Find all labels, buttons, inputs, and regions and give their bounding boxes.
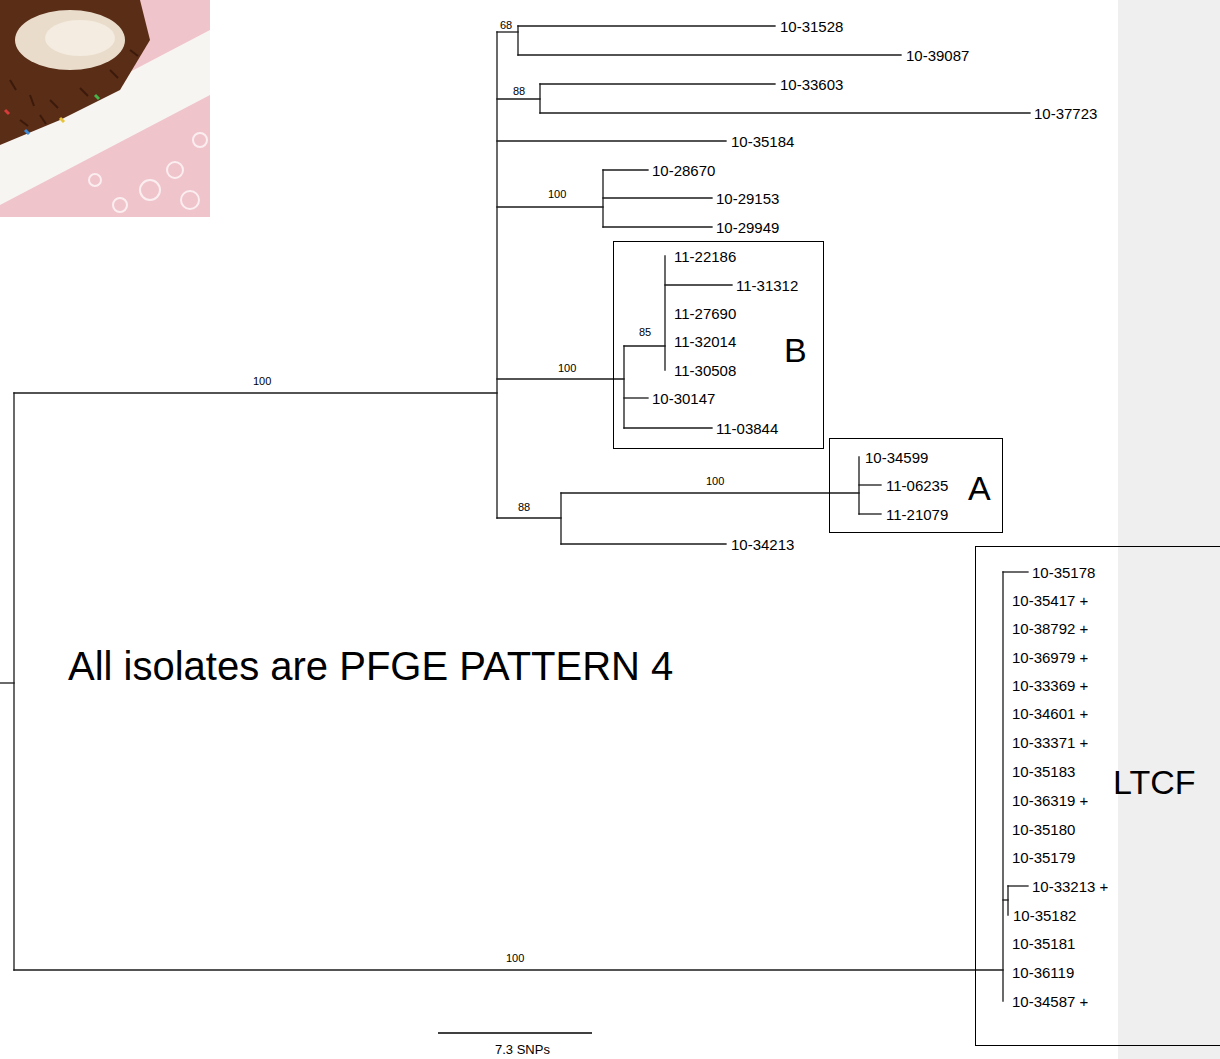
isolate-name: 10-33603	[780, 77, 843, 92]
tree-branch	[859, 484, 881, 485]
isolate-name: 11-27690	[674, 306, 736, 321]
tree-branch	[0, 682, 14, 683]
tree-branch	[561, 543, 726, 544]
tree-branch	[623, 346, 624, 428]
isolate-name: 10-37723	[1034, 106, 1097, 121]
tree-branch	[497, 378, 624, 379]
tree-branch	[518, 25, 775, 26]
bootstrap-value: 100	[558, 363, 576, 374]
tree-branch	[540, 112, 1030, 113]
tree-branch	[624, 427, 712, 428]
isolate-name: 10-30147	[652, 391, 715, 406]
bootstrap-value: 88	[518, 502, 530, 513]
isolate-name: 11-30508	[674, 363, 736, 378]
isolate-name: 10-35182	[1013, 908, 1076, 923]
bootstrap-value: 100	[253, 376, 271, 387]
clade-box: 10-34599 11-06235 11-21079 A	[829, 438, 1003, 533]
tree-branch	[1003, 899, 1008, 900]
isolate-name: 10-36979 +	[1012, 650, 1088, 665]
tree-branch	[624, 397, 648, 398]
clade-label: A	[968, 471, 991, 505]
isolate-name: 10-35179	[1012, 850, 1075, 865]
tree-branch	[497, 517, 561, 518]
isolate-name: 10-36319 +	[1012, 793, 1088, 808]
bootstrap-value: 68	[500, 20, 512, 31]
isolate-name: 10-29153	[716, 191, 779, 206]
bootstrap-value: 100	[548, 189, 566, 200]
isolate-name: 10-29949	[716, 220, 779, 235]
tree-branch	[560, 493, 561, 544]
isolate-name: 10-35183	[1012, 764, 1075, 779]
tree-branch	[14, 392, 497, 393]
isolate-name: 10-35184	[731, 134, 794, 149]
isolate-name: 10-31528	[780, 19, 843, 34]
note-text: All isolates are PFGE PATTERN 4	[68, 646, 673, 686]
clade-label: B	[784, 333, 807, 367]
isolate-name: 10-35181	[1012, 936, 1075, 951]
tree-branch	[14, 969, 1003, 970]
isolate-name: 11-06235	[886, 478, 948, 493]
isolate-name: 10-33369 +	[1012, 678, 1088, 693]
side-panel	[1118, 0, 1220, 1059]
tree-branch	[859, 513, 881, 514]
scale-label: 7.3 SNPs	[495, 1043, 550, 1056]
tree-branch	[1003, 571, 1028, 572]
tree-branch	[497, 31, 518, 32]
tree-branch	[1002, 572, 1003, 1001]
tree-branch	[540, 83, 775, 84]
bootstrap-value: 100	[506, 953, 524, 964]
bootstrap-value: 100	[706, 476, 724, 487]
scale-bar	[438, 1032, 592, 1034]
isolate-name: 10-39087	[906, 48, 969, 63]
isolate-name: 11-21079	[886, 507, 948, 522]
isolate-name: 10-33371 +	[1012, 735, 1088, 750]
tree-branch	[603, 226, 712, 227]
tree-branch	[624, 345, 665, 346]
isolate-name: 11-32014	[674, 334, 736, 349]
tree-branch	[664, 256, 665, 370]
isolate-name: 10-34587 +	[1012, 994, 1088, 1009]
isolate-name: 10-33213 +	[1032, 879, 1108, 894]
clade-label: LTCF	[1113, 765, 1195, 799]
tree-branch	[517, 26, 518, 55]
tree-branch	[1007, 886, 1008, 915]
tree-branch	[496, 32, 497, 518]
bootstrap-value: 85	[639, 327, 651, 338]
tree-branch	[539, 84, 540, 113]
isolate-name: 10-36119	[1012, 965, 1074, 980]
tree-branch	[518, 54, 901, 55]
isolate-name: 11-22186	[674, 249, 736, 264]
clade-box: 10-35178 10-35417 + 10-38792 + 10-36979 + 10…	[975, 546, 1220, 1046]
clade-box: 11-2218611-3131211-27690 11-32014 11-30508…	[613, 241, 824, 449]
tree-branch	[13, 393, 14, 970]
isolate-name: 10-34599	[865, 450, 928, 465]
isolate-name: 10-34213	[731, 537, 794, 552]
tree-branch	[603, 197, 712, 198]
isolate-name: 10-28670	[652, 163, 715, 178]
cake-photo	[0, 0, 210, 217]
tree-branch	[497, 206, 603, 207]
tree-branch	[1008, 885, 1028, 886]
isolate-name: 10-35417 +	[1012, 593, 1088, 608]
isolate-name: 10-34601 +	[1012, 706, 1088, 721]
tree-branch	[561, 492, 859, 493]
isolate-name: 10-35178	[1032, 565, 1095, 580]
bootstrap-value: 88	[513, 86, 525, 97]
tree-branch	[665, 284, 732, 285]
isolate-name: 11-31312	[736, 278, 798, 293]
tree-branch	[497, 140, 726, 141]
isolate-name: 11-03844	[716, 421, 778, 436]
tree-branch	[497, 98, 540, 99]
isolate-name: 10-38792 +	[1012, 621, 1088, 636]
tree-branch	[603, 169, 648, 170]
isolate-name: 10-35180	[1012, 822, 1075, 837]
